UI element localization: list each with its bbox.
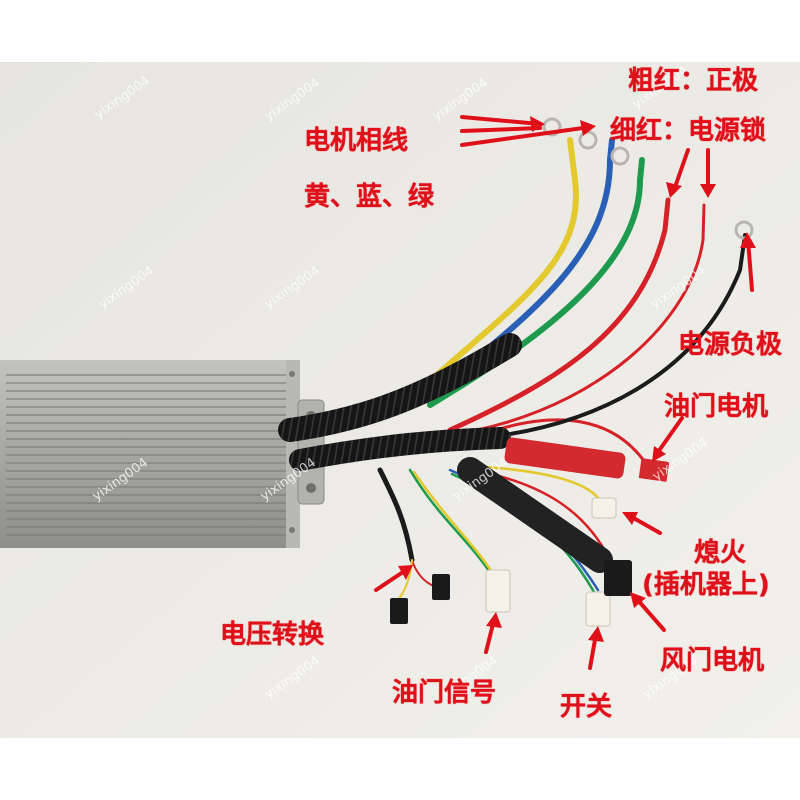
label-power-negative: 电源负极 (678, 330, 783, 360)
label-phase-colors: 黄、蓝、绿 (304, 182, 435, 212)
label-positive-thick-red: 粗红：正极 (628, 66, 759, 96)
label-power-lock-thin-red: 细红：电源锁 (610, 116, 767, 146)
label-throttle-signal: 油门信号 (392, 678, 497, 708)
label-fan-motor: 风门电机 (660, 646, 765, 676)
label-throttle-motor: 油门电机 (664, 392, 769, 422)
label-motor-phase-wires: 电机相线 (304, 126, 409, 156)
controller-housing (0, 360, 325, 548)
label-switch: 开关 (560, 692, 613, 722)
label-voltage-conversion: 电压转换 (220, 620, 325, 650)
label-flameout-note: (插机器上) (642, 570, 770, 600)
label-flameout: 熄火 (694, 538, 747, 568)
